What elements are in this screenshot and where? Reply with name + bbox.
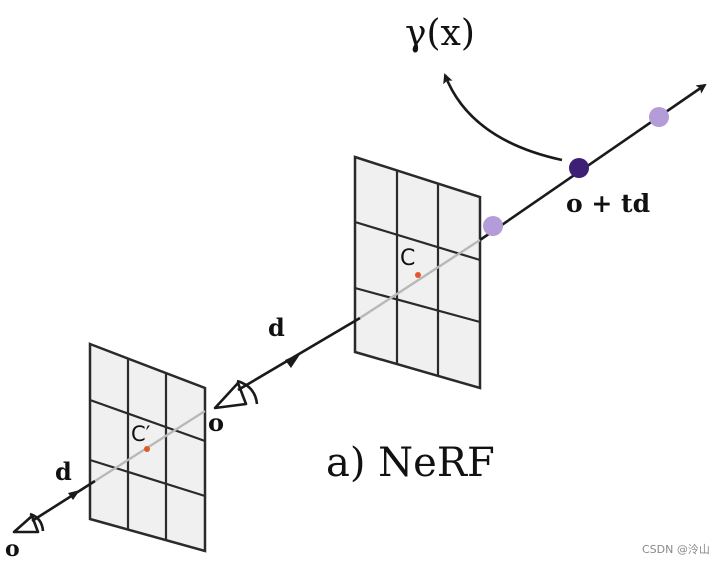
origin-far-label: o: [208, 408, 224, 437]
origin-near-label: o: [5, 536, 20, 562]
direction-far-label: d: [268, 313, 285, 342]
ray-near-segment-front: [31, 479, 96, 523]
ray-far-segment-through-plane: [359, 238, 481, 320]
pixel-center-near-label: C′: [131, 422, 151, 446]
camera-eye-far-icon: [213, 379, 259, 410]
sample-point-light: [483, 216, 503, 236]
direction-near-label: d: [55, 457, 72, 486]
camera-eye-near-icon: [12, 512, 45, 534]
encoding-curved-arrow: [443, 73, 563, 162]
pixel-center-far-label: C: [400, 246, 415, 271]
ray-near-direction-arrow: [68, 490, 80, 500]
ray-near: [31, 409, 206, 523]
ray-near-segment-through-plane: [94, 409, 206, 483]
sample-point-highlight: [569, 158, 589, 178]
sample-point-label: o + td: [566, 189, 650, 218]
ray-far-direction-arrow: [285, 353, 301, 368]
pixel-center-near-dot: [144, 446, 150, 452]
gamma-label: γ(x): [405, 13, 475, 54]
csdn-watermark: CSDN @泠山: [642, 543, 710, 556]
sample-points: [483, 107, 669, 236]
ray-far: [237, 83, 707, 392]
figure-caption: a) NeRF: [326, 440, 495, 486]
ray-far-segment-back: [479, 83, 707, 242]
pixel-center-far-dot: [415, 272, 421, 278]
image-plane-near-grid: [89, 359, 206, 540]
sample-point-light: [649, 107, 669, 127]
